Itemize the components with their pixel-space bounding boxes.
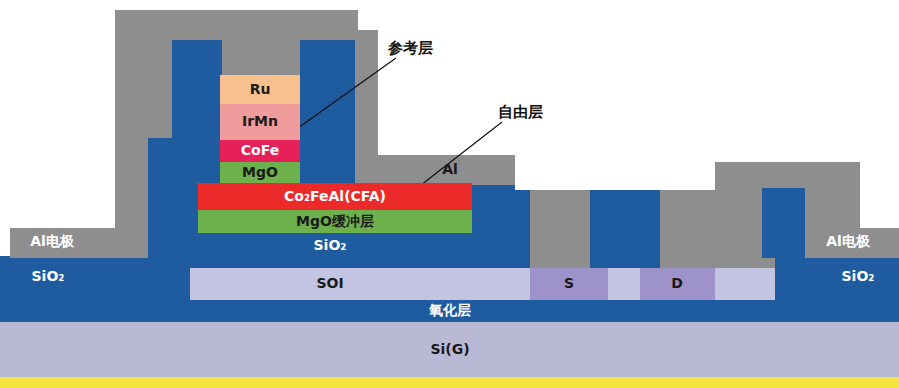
layer-name: 氧化层: [429, 303, 471, 318]
layer-box: Co₂FeAl(CFA): [198, 183, 472, 210]
layer-box: MgO缓冲层: [198, 210, 472, 233]
leader-line: [412, 122, 502, 192]
layer-box: IrMn: [220, 104, 300, 140]
layer-name: SOI: [316, 276, 343, 291]
layer-name: SiO₂: [314, 238, 347, 253]
layer-name: SiO₂: [842, 269, 875, 284]
aluminium-contact: [10, 10, 590, 268]
layer-name: Si(G): [430, 342, 469, 357]
layer-name: Al电极: [30, 234, 74, 249]
layer-name: Al: [442, 162, 458, 177]
callout-label: 自由层: [498, 103, 543, 122]
layer-box: MgO: [220, 162, 300, 183]
layer-name: D: [671, 276, 683, 291]
callout-label: 参考层: [388, 39, 433, 58]
layer-name: S: [564, 276, 574, 291]
substrate-band: Si(G): [380, 325, 520, 375]
layer-name: Ru: [250, 82, 271, 97]
electrode-region: Al电极: [12, 229, 102, 255]
layer-name: SiO₂: [32, 269, 65, 284]
layer-name: Al电极: [826, 234, 870, 249]
oxide-band: 氧化层: [380, 300, 520, 322]
layer-name: MgO缓冲层: [296, 214, 374, 229]
drain-region: [640, 268, 715, 300]
doped-region: S: [530, 268, 608, 300]
buried-oxide: [0, 300, 899, 322]
layer-name: CoFe: [241, 143, 279, 158]
layer-box: Ru: [220, 75, 300, 104]
layer-label-region: Al: [420, 156, 480, 184]
oxide-block: [775, 258, 899, 300]
layer-name: IrMn: [242, 114, 278, 129]
oxide-region: SiO₂: [10, 262, 90, 292]
doped-region: D: [640, 268, 715, 300]
source-region: [530, 268, 608, 300]
soi-region: SOI S D: [190, 268, 775, 300]
oxide-passivation: [148, 40, 530, 258]
silicon-substrate: [0, 322, 899, 377]
layer-box: CoFe: [220, 140, 300, 162]
oxide-region: SiO₂: [280, 236, 380, 256]
soi-layer: [190, 268, 775, 300]
oxide-region: SiO₂: [810, 262, 895, 292]
aluminium-contact: [660, 162, 899, 268]
electrode-region: Al电极: [800, 229, 897, 255]
oxide-pillar: [590, 190, 660, 268]
layer-name: MgO: [242, 165, 278, 180]
layer-name: Co₂FeAl(CFA): [284, 189, 386, 204]
oxide-pillar: [762, 188, 805, 258]
gate-contact-strip: [0, 377, 899, 388]
